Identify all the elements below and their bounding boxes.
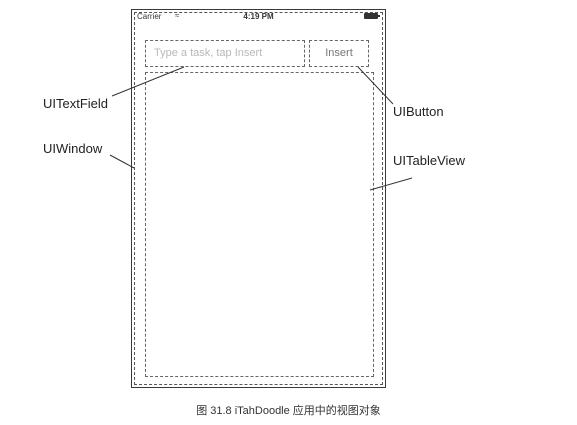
- task-text-field[interactable]: Type a task, tap Insert: [145, 40, 305, 67]
- wifi-icon: ≈: [175, 11, 180, 20]
- insert-button[interactable]: Insert: [309, 40, 369, 67]
- leader-textfield: [111, 66, 185, 97]
- clock-time: 4:19 PM: [243, 12, 274, 21]
- figure-caption: 图 31.8 iTahDoodle 应用中的视图对象: [196, 405, 381, 417]
- label-uibutton: UIButton: [393, 104, 444, 119]
- label-uiwindow: UIWindow: [43, 141, 103, 156]
- carrier-label: Carrier: [137, 12, 162, 21]
- leader-window: [109, 154, 135, 169]
- uiwindow-outline: [134, 12, 383, 385]
- leader-button: [357, 66, 394, 105]
- label-uitextfield: UITextField: [43, 96, 109, 111]
- label-uitableview: UITableView: [393, 153, 466, 168]
- battery-icon: [364, 13, 380, 19]
- task-table-view[interactable]: [145, 72, 374, 377]
- status-bar: Carrier ≈ 4:19 PM: [135, 11, 382, 24]
- leader-tableview: [369, 177, 413, 191]
